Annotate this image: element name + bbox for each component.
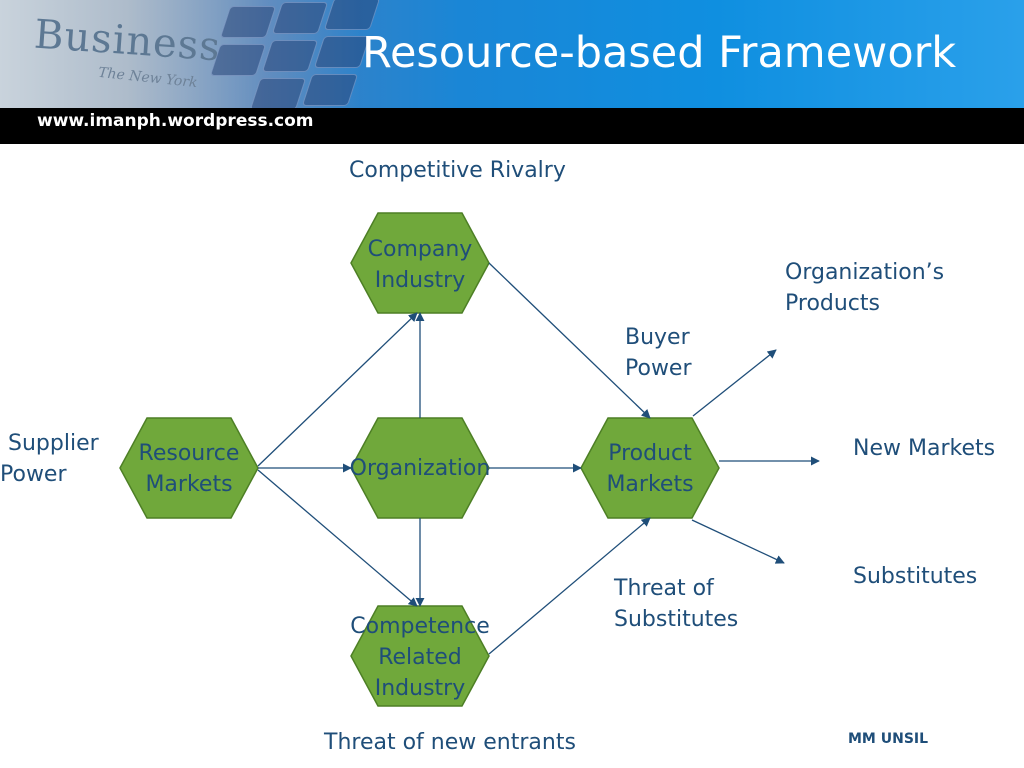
node-organization: Organization bbox=[349, 456, 491, 481]
hex-product-markets bbox=[580, 417, 720, 519]
arrow-company-to-product bbox=[488, 262, 651, 419]
arrow-resource-to-competence bbox=[257, 469, 418, 607]
arrow-competence-to-product bbox=[488, 517, 651, 655]
site-url: www.imanph.wordpress.com bbox=[37, 111, 314, 131]
label-competitive-rivalry: Competitive Rivalry bbox=[349, 158, 566, 183]
slide-header: Business The New York Resource-based Fra… bbox=[0, 0, 1024, 108]
label-new-markets: New Markets bbox=[853, 436, 996, 461]
label-threat-of-new-entrants: Threat of new entrants bbox=[324, 730, 576, 755]
footer-label: MM UNSIL bbox=[848, 731, 929, 747]
arrow-product-to-org-products bbox=[692, 349, 777, 417]
slide-title: Resource-based Framework bbox=[362, 28, 957, 78]
arrow-resource-to-company bbox=[257, 312, 418, 467]
hex-competence-related-industry bbox=[350, 605, 490, 707]
url-bar bbox=[0, 108, 1024, 144]
label-substitutes: Substitutes bbox=[853, 564, 978, 589]
node-competence-related-industry: Competence Related Industry bbox=[350, 614, 490, 701]
arrow-product-to-substitutes bbox=[691, 519, 785, 564]
